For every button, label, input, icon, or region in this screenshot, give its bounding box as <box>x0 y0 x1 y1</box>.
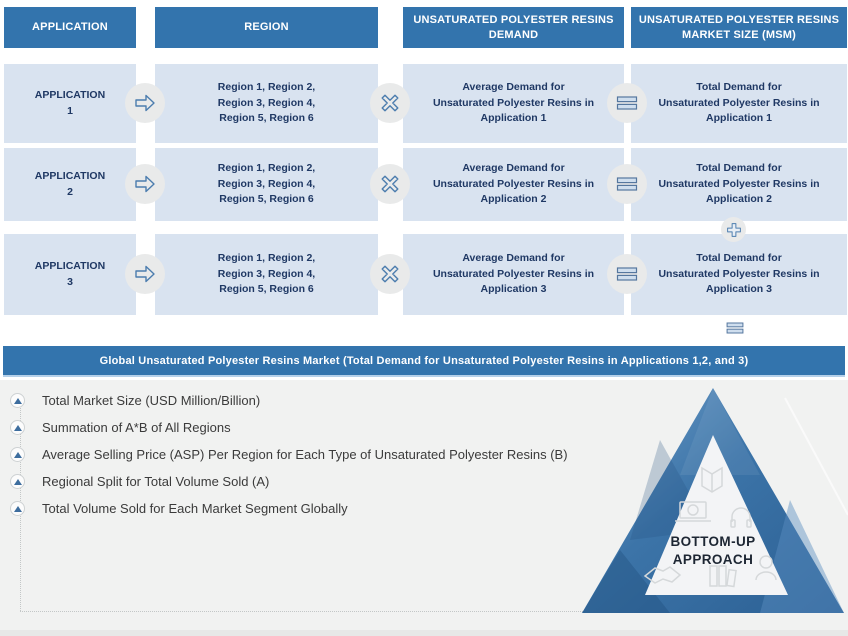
bottom-up-pyramid: BOTTOM-UP APPROACH <box>582 388 848 613</box>
header-application: APPLICATION <box>4 7 136 48</box>
demand-cell: Average Demand for Unsaturated Polyester… <box>403 64 624 143</box>
arrow-right-icon <box>125 254 165 294</box>
equals-icon <box>607 254 647 294</box>
arrow-right-icon <box>125 164 165 204</box>
list-item: Total Market Size (USD Million/Billion) <box>10 387 570 414</box>
demand-cell: Average Demand for Unsaturated Polyester… <box>403 234 624 315</box>
list-item: Regional Split for Total Volume Sold (A) <box>10 468 570 495</box>
files-icon <box>709 565 737 588</box>
total-demand-cell: Total Demand for Unsaturated Polyester R… <box>631 234 847 315</box>
arrow-right-icon <box>125 83 165 123</box>
person-icon <box>755 555 777 581</box>
list-item: Summation of A*B of All Regions <box>10 414 570 441</box>
equals-icon <box>607 164 647 204</box>
application-cell: APPLICATION 2 <box>4 148 136 221</box>
book-icon <box>701 466 723 493</box>
bullet-label: Average Selling Price (ASP) Per Region f… <box>42 447 568 462</box>
background-streak <box>784 397 848 516</box>
triangle-up-icon <box>10 447 25 462</box>
region-cell: Region 1, Region 2, Region 3, Region 4, … <box>155 234 378 315</box>
section-dotted-border <box>20 611 585 612</box>
triangle-up-icon <box>10 501 25 516</box>
total-demand-cell: Total Demand for Unsaturated Polyester R… <box>631 64 847 143</box>
pyramid-label-line1: BOTTOM-UP <box>670 534 755 549</box>
multiply-icon <box>370 254 410 294</box>
header-demand: UNSATURATED POLYESTER RESINS DEMAND <box>403 7 624 48</box>
equals-icon <box>607 83 647 123</box>
triangle-up-icon <box>10 420 25 435</box>
demand-cell: Average Demand for Unsaturated Polyester… <box>403 148 624 221</box>
multiply-icon <box>370 164 410 204</box>
global-market-banner: Global Unsaturated Polyester Resins Mark… <box>3 346 845 377</box>
list-item: Average Selling Price (ASP) Per Region f… <box>10 441 570 468</box>
header-region: REGION <box>155 7 378 48</box>
headphones-icon <box>730 507 752 528</box>
total-demand-cell: Total Demand for Unsaturated Polyester R… <box>631 148 847 221</box>
list-item: Total Volume Sold for Each Market Segmen… <box>10 495 570 522</box>
equals-icon <box>722 319 748 337</box>
methodology-bullet-list: Total Market Size (USD Million/Billion) … <box>10 387 570 522</box>
header-market-size: UNSATURATED POLYESTER RESINS MARKET SIZE… <box>631 7 847 48</box>
application-cell: APPLICATION 3 <box>4 234 136 315</box>
region-cell: Region 1, Region 2, Region 3, Region 4, … <box>155 148 378 221</box>
plus-icon <box>721 217 746 242</box>
laptop-icon <box>675 501 711 522</box>
triangle-up-icon <box>10 393 25 408</box>
multiply-icon <box>370 83 410 123</box>
handshake-icon <box>643 566 682 584</box>
bottom-strip <box>0 630 848 636</box>
region-cell: Region 1, Region 2, Region 3, Region 4, … <box>155 64 378 143</box>
bullet-label: Summation of A*B of All Regions <box>42 420 231 435</box>
bullet-label: Total Volume Sold for Each Market Segmen… <box>42 501 348 516</box>
pyramid-inner-triangle <box>645 435 788 595</box>
pyramid-label-line2: APPROACH <box>673 552 753 567</box>
application-cell: APPLICATION 1 <box>4 64 136 143</box>
triangle-up-icon <box>10 474 25 489</box>
bullet-label: Regional Split for Total Volume Sold (A) <box>42 474 270 489</box>
bullet-label: Total Market Size (USD Million/Billion) <box>42 393 261 408</box>
